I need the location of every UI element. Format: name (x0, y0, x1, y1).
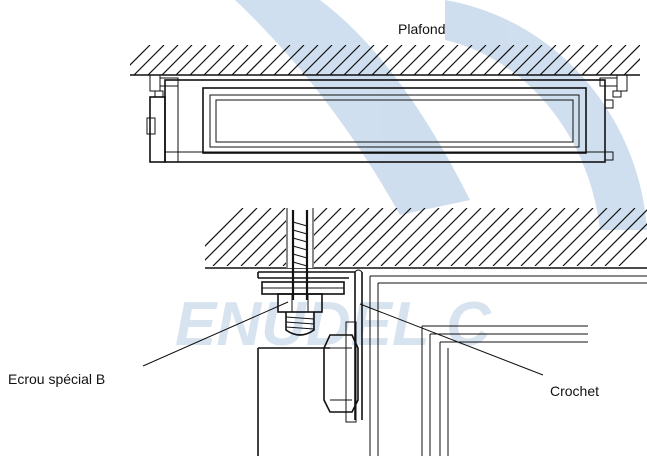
watermark-ring (445, 0, 647, 230)
label-special-nut: Ecrou spécial B (8, 371, 105, 387)
hanging-bolt (286, 208, 314, 300)
grille-inner (209, 94, 580, 148)
top-ceiling-hatch (130, 45, 640, 75)
grille-outer (202, 87, 587, 154)
detail-ceiling (205, 208, 647, 269)
side-bolt (323, 334, 359, 413)
control-box (149, 96, 166, 163)
top-ceiling (130, 45, 640, 76)
indoor-unit (146, 74, 628, 163)
watermark-text: ENUDEL C (175, 290, 492, 359)
bracket-right (616, 74, 628, 92)
leader-special-nut (142, 301, 289, 367)
unit-side-panel (257, 275, 647, 456)
leader-hook (359, 303, 544, 376)
label-hook: Crochet (550, 383, 599, 399)
special-nut-b (261, 281, 345, 336)
nut (277, 293, 323, 313)
bracket-left (149, 74, 161, 92)
hook-bracket (257, 269, 363, 420)
bolt-threads (292, 221, 308, 267)
detail-ceiling-hatch (205, 208, 647, 266)
watermark: ENUDEL C (175, 0, 647, 359)
label-ceiling: Plafond (398, 21, 445, 37)
